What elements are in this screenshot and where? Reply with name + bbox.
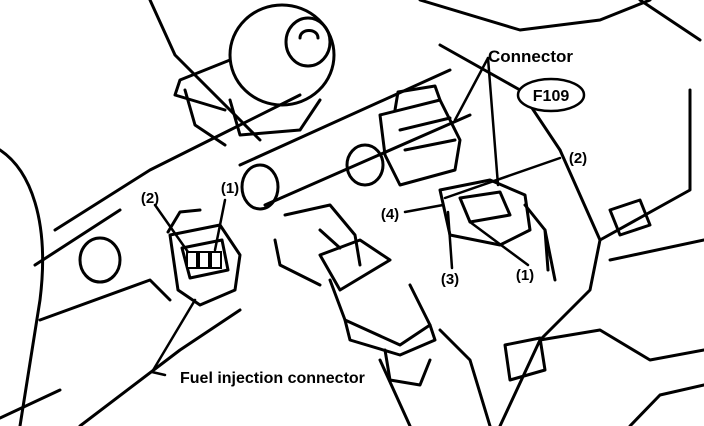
fuel-injection-connector-pins xyxy=(186,251,222,269)
leader-connector-top xyxy=(453,56,490,122)
connector-label: Connector xyxy=(488,47,573,66)
top-connector xyxy=(378,84,462,187)
fuel-injector xyxy=(78,143,437,387)
right-pin-3-label: (3) xyxy=(441,271,459,288)
leader-left-pin-1 xyxy=(213,198,227,252)
leader-connector-right xyxy=(486,56,500,187)
right-pin-1-label: (1) xyxy=(516,267,534,284)
leader-right-pin-4 xyxy=(403,203,445,214)
fuel-injection-connector-label: Fuel injection connector xyxy=(180,370,365,387)
right-pin-4-label: (4) xyxy=(381,206,399,223)
left-pin-1-label: (1) xyxy=(221,180,239,197)
leader-right-pin-3 xyxy=(446,210,454,270)
code-badge: F109 xyxy=(533,88,570,105)
leader-right-pin-2 xyxy=(443,156,562,200)
code-badge-outline xyxy=(516,77,586,113)
leader-left-pin-2 xyxy=(153,203,190,254)
right-pin-2-label: (2) xyxy=(569,150,587,167)
pressure-regulator xyxy=(173,3,336,147)
left-pin-2-label: (2) xyxy=(141,190,159,207)
fuel-rail xyxy=(238,68,472,211)
leader-right-pin-1 xyxy=(468,220,530,267)
leader-fuel-injection-connector xyxy=(150,298,197,377)
